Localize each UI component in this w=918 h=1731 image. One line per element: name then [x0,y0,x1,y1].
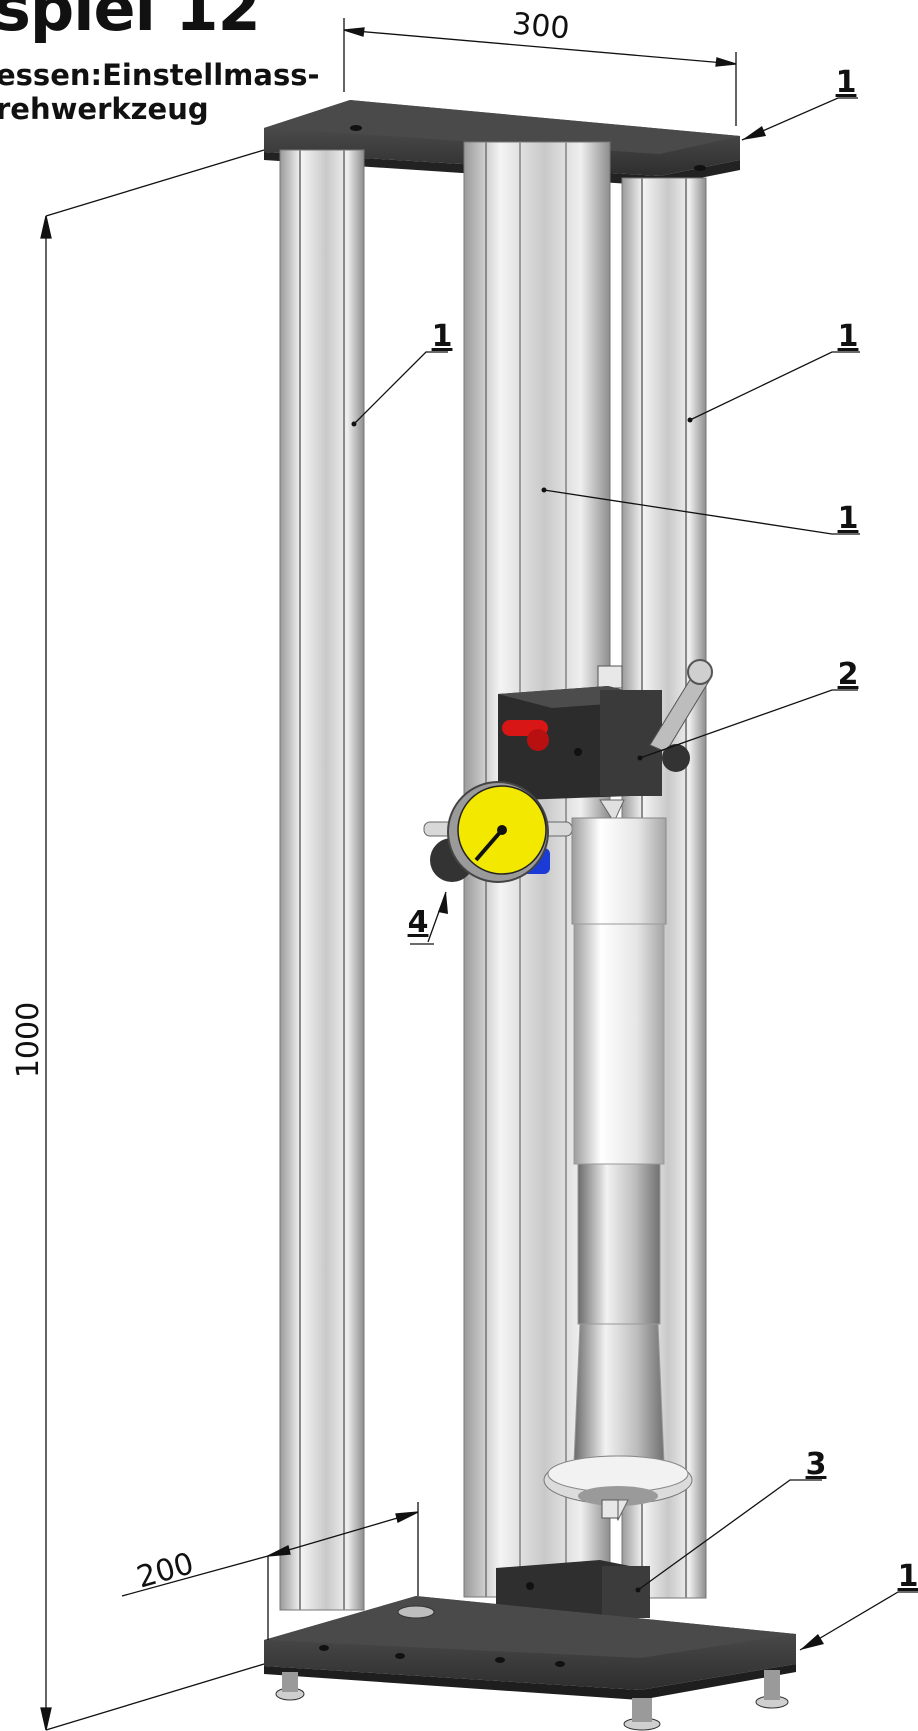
clamp-lever-red [502,720,549,751]
bottom-plate [264,1596,796,1731]
dimension-height-label: 1000 [11,1002,46,1078]
dimension-height [40,149,265,1731]
callout-dot [635,1587,641,1593]
callout-dot [541,487,547,493]
profile-left [279,149,365,1611]
lower-clamp-block [496,1499,650,1618]
callout-leaders [353,97,918,1651]
callout-1-bottom-plate: 1 [898,1559,918,1594]
subtitle-line-1: essen:Einstellmass- [0,58,320,92]
callout-2-upper-clamp: 2 [838,657,859,692]
dimension-bottom-depth [121,1502,419,1640]
subtitle-line-2: rehwerkzeug [0,92,209,126]
dial-gauge [423,781,573,883]
callout-arrowhead [438,892,448,914]
callout-dot [687,417,693,423]
callout-1-right-profile: 1 [838,319,859,354]
callout-3-lower-clamp: 3 [806,1447,827,1482]
dimension-top-width-label: 300 [511,7,571,47]
dimension-bottom-depth-label: 200 [133,1546,198,1595]
callout-1-middle-profile: 1 [838,501,859,536]
upper-clamp-block [498,659,713,824]
callout-4-dial-gauge: 4 [408,905,429,940]
page-title: spiel 12 [0,0,261,45]
dimension-top-width [343,18,737,126]
callout-dot [637,755,643,761]
callout-dot [351,421,357,427]
gauge-shaft [543,817,693,1522]
callout-arrowhead [742,126,766,140]
callout-1-left-profile: 1 [432,319,453,354]
callout-1-top-plate: 1 [836,65,857,100]
callout-arrowhead [800,1634,824,1650]
